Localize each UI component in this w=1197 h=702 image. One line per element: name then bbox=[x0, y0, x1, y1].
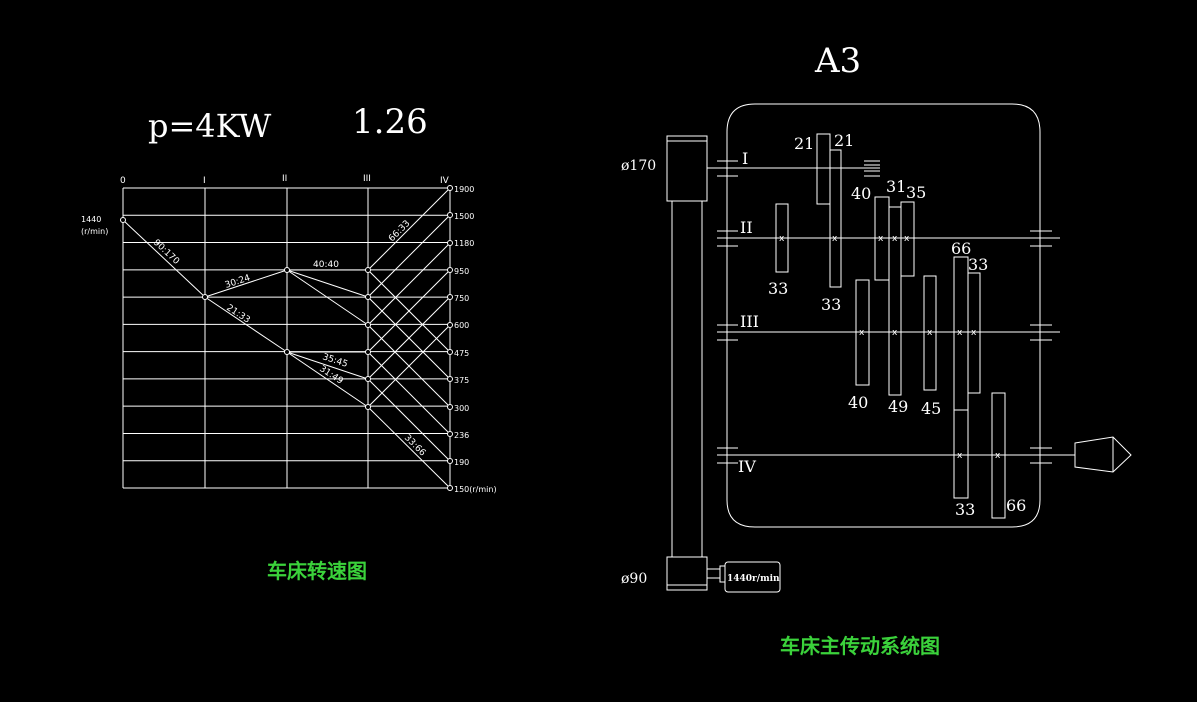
speed-label: 750 bbox=[454, 294, 469, 303]
svg-text:x: x bbox=[995, 451, 1001, 461]
ratio-label: 1.26 bbox=[352, 102, 428, 142]
ratio-30-24: 30:24 bbox=[224, 273, 252, 291]
gear-21b-40 bbox=[829, 149, 842, 288]
gear-label: 33 bbox=[955, 500, 975, 519]
gear-label: 33 bbox=[768, 279, 788, 298]
axis-label-IV: IV bbox=[440, 176, 450, 186]
gearbox-housing bbox=[726, 103, 1041, 528]
shaft-label-I: I bbox=[742, 149, 748, 168]
gear-label: 35 bbox=[906, 183, 926, 202]
svg-text:x: x bbox=[779, 234, 785, 244]
speed-label: 300 bbox=[454, 404, 469, 413]
gear-label: 66 bbox=[951, 239, 971, 258]
input-speed: 1440 bbox=[81, 215, 101, 224]
gear-label: 66 bbox=[1006, 496, 1026, 515]
svg-text:x: x bbox=[904, 234, 910, 244]
transmission-caption: 车床主传动系统图 bbox=[780, 634, 940, 658]
shaft-label-III: III bbox=[740, 312, 759, 331]
ratio-40-40: 40:40 bbox=[313, 260, 339, 270]
svg-text:x: x bbox=[859, 328, 865, 338]
shaft-label-II: II bbox=[740, 218, 753, 237]
gear-66-bottom bbox=[991, 392, 1006, 519]
ratio-21-33: 21:33 bbox=[224, 303, 251, 326]
spindle-nose bbox=[1074, 436, 1132, 473]
svg-text:x: x bbox=[957, 451, 963, 461]
gear-label: 21 bbox=[794, 134, 814, 153]
shafts bbox=[707, 160, 1075, 464]
axis-label-II: II bbox=[282, 174, 287, 184]
gear-35 bbox=[900, 201, 915, 277]
speed-chart: p=4KW 1.26 0 I II III IV 1440 (r/min) 19… bbox=[81, 102, 497, 583]
axis-label-I: I bbox=[203, 176, 206, 186]
speed-label: 950 bbox=[454, 267, 469, 276]
gear-40-bottom bbox=[855, 279, 870, 386]
gear-label: 21 bbox=[834, 131, 854, 150]
speed-chart-grid bbox=[122, 187, 451, 489]
input-speed-unit: (r/min) bbox=[81, 227, 108, 236]
gear-49 bbox=[888, 206, 902, 396]
axis-label-III: III bbox=[363, 174, 371, 184]
power-label: p=4KW bbox=[148, 107, 271, 145]
speed-label: 150(r/min) bbox=[454, 485, 497, 494]
speed-chart-caption: 车床转速图 bbox=[267, 559, 367, 583]
speed-label: 236 bbox=[454, 431, 469, 440]
pulley-small bbox=[666, 556, 708, 591]
gear-label: 49 bbox=[888, 397, 908, 416]
svg-text:x: x bbox=[892, 234, 898, 244]
gear-66-33 bbox=[953, 256, 969, 499]
speed-label: 190 bbox=[454, 458, 469, 467]
speed-label: 475 bbox=[454, 349, 469, 358]
svg-text:x: x bbox=[832, 234, 838, 244]
motor-label: 1440r/min bbox=[727, 574, 780, 584]
gears bbox=[775, 133, 1006, 519]
gear-21a bbox=[816, 133, 831, 205]
motor bbox=[724, 561, 781, 593]
gear-45 bbox=[923, 275, 937, 391]
pulley-large bbox=[666, 135, 708, 202]
gear-label: 40 bbox=[851, 184, 871, 203]
shaft-label-IV: IV bbox=[738, 457, 756, 476]
speed-paths bbox=[122, 187, 451, 489]
speed-nodes bbox=[120, 185, 453, 491]
svg-text:x: x bbox=[971, 328, 977, 338]
axis-label-0: 0 bbox=[120, 176, 126, 186]
gear-label: 33 bbox=[821, 295, 841, 314]
gear-label: 40 bbox=[848, 393, 868, 412]
gear-label: 33 bbox=[968, 255, 988, 274]
ratio-33-66: 33:66 bbox=[402, 433, 428, 459]
svg-text:x: x bbox=[957, 328, 963, 338]
speed-label: 1900 bbox=[454, 185, 474, 194]
svg-text:x: x bbox=[927, 328, 933, 338]
speed-label: 600 bbox=[454, 321, 469, 330]
gear-label: 45 bbox=[921, 399, 941, 418]
diagram-title: A3 bbox=[814, 41, 861, 81]
svg-text:x: x bbox=[878, 234, 884, 244]
gear-33-top bbox=[967, 272, 981, 394]
speed-label: 1500 bbox=[454, 212, 474, 221]
pulley-top-label: ø170 bbox=[621, 158, 656, 174]
svg-text:x: x bbox=[892, 328, 898, 338]
gear-33-left bbox=[775, 203, 789, 273]
pulley-bottom-label: ø90 bbox=[621, 571, 647, 587]
gear-label: 31 bbox=[886, 177, 906, 196]
ratio-66-33: 66:33 bbox=[387, 219, 412, 244]
transmission-diagram: A3 ø170 ø90 1440r/min bbox=[621, 41, 1132, 658]
speed-label: 1180 bbox=[454, 239, 474, 248]
speed-label: 375 bbox=[454, 376, 469, 385]
